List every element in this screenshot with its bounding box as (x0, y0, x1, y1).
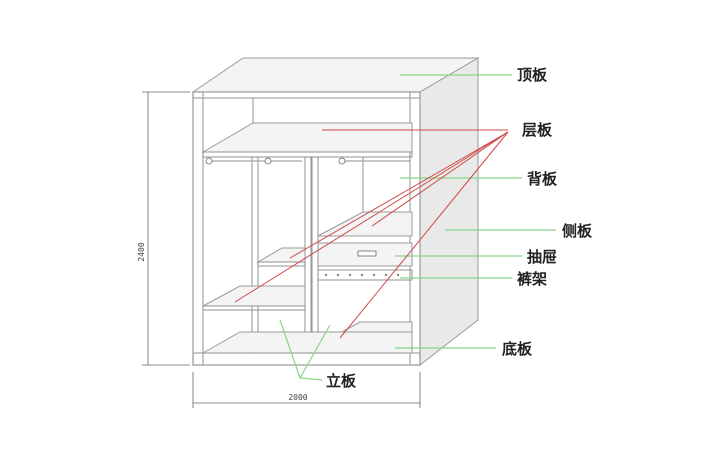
label-trouser-rack: 裤架 (517, 270, 547, 288)
label-bottom-panel: 底板 (502, 340, 533, 358)
label-vertical-panel: 立板 (326, 372, 357, 390)
label-back-panel: 背板 (527, 170, 558, 188)
vertical-panel-left (251, 156, 259, 354)
rod-end (205, 157, 213, 165)
label-shelf-panel: 层板 (522, 121, 553, 139)
left-lower-shelf (202, 285, 306, 307)
dimension-width: 2000 (192, 372, 421, 408)
rod-end (338, 157, 346, 165)
top-edge (192, 91, 421, 99)
height-dimension-label: 2400 (137, 242, 146, 261)
leader-shelf-d (339, 131, 509, 339)
part-labels: 顶板 层板 背板 侧板 抽屉 裤架 底板 立板 (326, 66, 593, 390)
trouser-rack-dots (324, 273, 400, 277)
label-drawer: 抽屉 (527, 248, 557, 266)
left-lower-shelf-edge (202, 305, 306, 311)
leader-lines (234, 74, 556, 381)
side-panel-shape (419, 57, 479, 367)
label-side-panel: 侧板 (562, 222, 593, 240)
drawer-handle (357, 250, 377, 257)
wardrobe-structure (191, 57, 480, 367)
trouser-rack-shape (317, 269, 413, 281)
mid-shelf-1-edge (257, 261, 306, 267)
label-top-panel: 顶板 (517, 66, 548, 84)
upper-shelf-shape (201, 122, 413, 153)
upper-shelf-edge (202, 151, 413, 158)
vertical-panel-mid2 (311, 156, 319, 354)
bottom-plinth (192, 352, 421, 366)
rod-end (264, 157, 272, 165)
left-side-edge (192, 91, 204, 366)
bottom-panel-inner (201, 331, 413, 354)
mid-shelf-1 (256, 247, 306, 263)
leader-shelf-b (289, 131, 509, 259)
leader-shelf-a (234, 131, 509, 303)
dimension-height: 2400 (137, 91, 190, 366)
width-dimension-label: 2000 (288, 393, 307, 402)
leader-shelf-c (371, 131, 509, 227)
leader-vertical-panel-b (299, 324, 331, 379)
right-shelf-shape (317, 211, 413, 237)
